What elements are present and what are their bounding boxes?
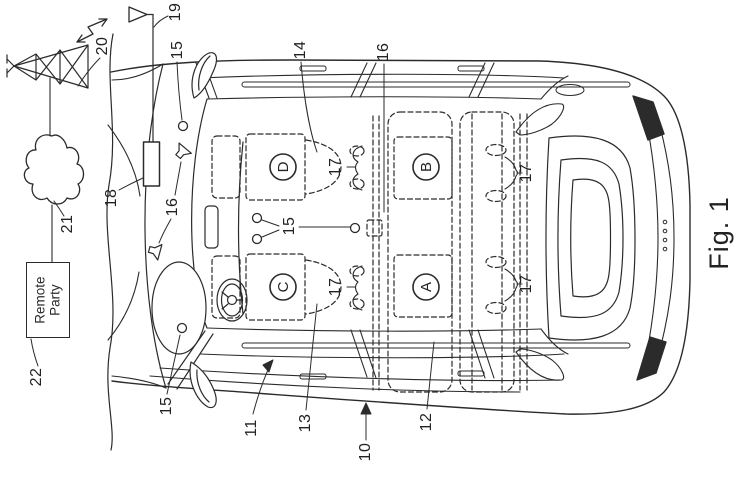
leader-19 — [153, 15, 169, 28]
front-seat-c — [211, 253, 365, 321]
ref-label-16-top: 16 — [375, 42, 392, 62]
remote-party-line2: Party — [48, 284, 63, 316]
speaker-icon — [175, 142, 192, 160]
microphone-icon — [349, 222, 361, 234]
seat-label-c: C — [274, 281, 292, 293]
remote-party-box: Remote Party — [26, 262, 70, 338]
center-mic-module — [366, 219, 383, 237]
seat-circle-c — [269, 273, 297, 301]
cell-tower-icon — [6, 44, 89, 89]
hood-lines — [107, 63, 167, 389]
telematics-unit-box — [142, 141, 161, 187]
seat-position-markers — [269, 153, 440, 301]
ref-label-20: 20 — [94, 36, 111, 56]
steering-wheel — [216, 278, 248, 322]
microphone-icon — [251, 212, 263, 224]
leader-20 — [77, 57, 101, 87]
ref-label-15-top: 15 — [169, 40, 186, 60]
leader-21 — [53, 200, 65, 217]
radio-waves-arrow — [76, 18, 108, 43]
car-interior — [147, 111, 528, 393]
remote-party-line1: Remote — [32, 276, 48, 324]
side-mirror-top — [191, 52, 218, 99]
seat-circle-d — [269, 153, 297, 181]
car-body — [107, 52, 691, 415]
leader-12 — [426, 341, 435, 410]
quarter-window-bottom — [515, 348, 565, 381]
leader-13 — [305, 303, 318, 411]
car-bumper-inner-line — [655, 111, 675, 365]
leader-22 — [30, 338, 39, 367]
leader-15-center — [261, 219, 351, 238]
microphone-icon — [251, 233, 263, 245]
ref-label-19: 19 — [167, 2, 184, 22]
taillight-bottom — [636, 336, 667, 381]
ref-label-11: 11 — [243, 419, 260, 437]
speaker-icons — [147, 142, 192, 261]
liftgate-line — [642, 103, 659, 373]
headrest-speakers-d — [346, 145, 363, 191]
leader-15-top — [176, 61, 183, 121]
front-seat-d — [211, 133, 365, 201]
side-mirror-bottom — [189, 361, 217, 409]
break-line — [106, 33, 114, 451]
microphone-icon — [176, 322, 188, 334]
leader-14 — [300, 61, 318, 153]
ref-label-16-dash: 16 — [164, 197, 181, 217]
door-handles — [299, 65, 485, 380]
speaker-icon — [147, 243, 163, 261]
ref-label-18: 18 — [103, 188, 120, 208]
roof-antenna-pod — [555, 84, 585, 96]
ref-label-17-front-bottom: 17 — [327, 277, 344, 297]
ref-label-22: 22 — [28, 367, 45, 387]
ref-label-13: 13 — [297, 413, 314, 433]
ref-label-21: 21 — [59, 214, 76, 234]
antenna-icon — [128, 6, 154, 23]
arrowhead-10 — [360, 402, 372, 415]
cabin-divider-lines — [372, 115, 380, 391]
center-console — [204, 205, 219, 249]
quarter-window-top — [515, 103, 565, 136]
seat-label-d: D — [274, 161, 292, 173]
seat-label-b: B — [417, 162, 435, 173]
headrest-speakers-b — [504, 156, 523, 190]
ref-label-15-bottom: 15 — [158, 396, 175, 416]
taillight-top — [632, 95, 665, 141]
rear-window — [545, 135, 636, 341]
figure-caption: Fig. 1 — [703, 196, 734, 270]
cargo-lines — [519, 113, 528, 391]
arrowhead-11 — [262, 359, 274, 373]
remote-party-label: Remote Party — [33, 276, 63, 323]
leader-15-bottom — [166, 334, 181, 395]
leader-lines — [30, 15, 435, 441]
ref-label-10: 10 — [357, 442, 374, 462]
ref-label-17-rear-top: 17 — [518, 163, 535, 183]
network-cloud-icon — [23, 134, 85, 205]
ref-label-15-center: 15 — [281, 216, 298, 236]
seat-circle-a — [412, 273, 440, 301]
seat-label-a: A — [417, 282, 435, 293]
leader-16-dash — [158, 161, 182, 244]
headrest-speakers-a — [504, 268, 523, 302]
rear-bench-seat — [387, 111, 515, 393]
ref-label-17-rear-bottom: 17 — [518, 274, 535, 294]
comm-link-lines — [49, 77, 53, 263]
rear-emblem-dots — [662, 219, 668, 252]
car-outer-outline — [110, 59, 691, 415]
roof-rails — [241, 81, 631, 349]
ref-label-14: 14 — [292, 40, 309, 60]
microphone-icons — [176, 120, 361, 334]
headrest-speakers-c — [346, 265, 363, 311]
seat-circle-b — [412, 153, 440, 181]
leader-18 — [118, 177, 144, 191]
microphone-icon — [177, 120, 189, 132]
ref-label-17-front-top: 17 — [327, 157, 344, 177]
ref-label-12: 12 — [418, 412, 435, 432]
dashboard-silhouette — [151, 261, 207, 355]
